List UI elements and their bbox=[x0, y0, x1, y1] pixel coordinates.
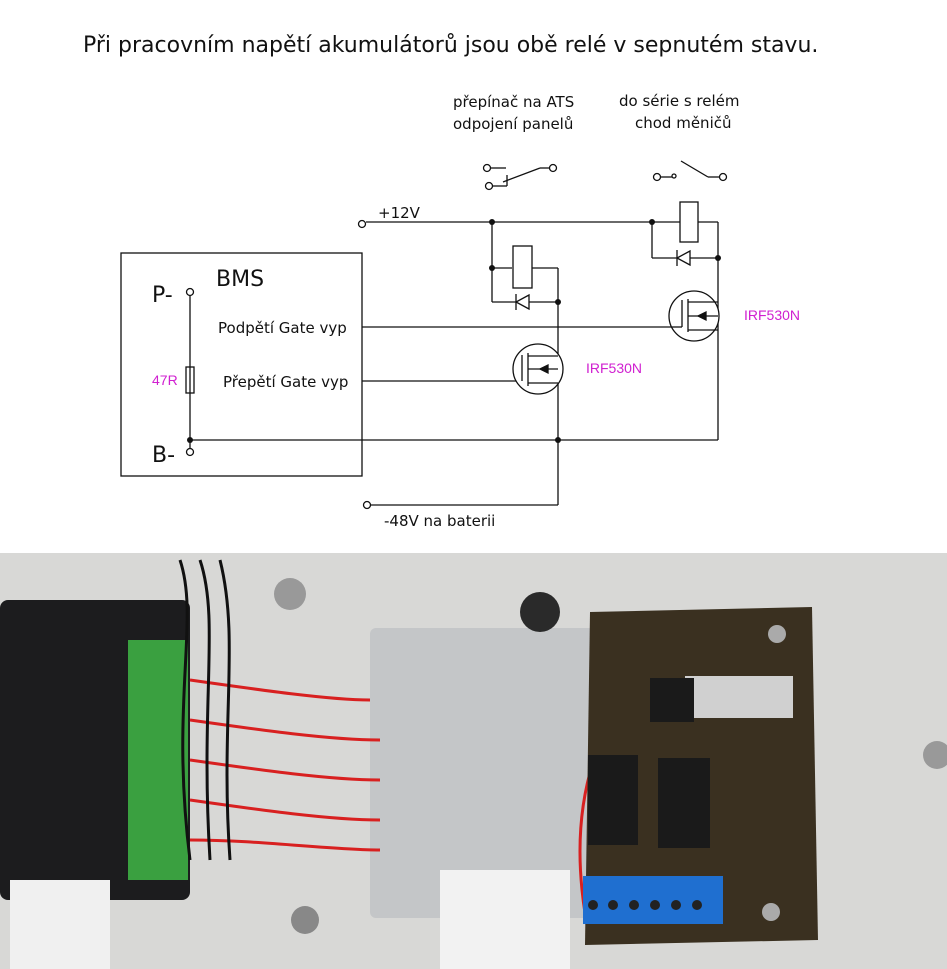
p-minus-terminal bbox=[185, 287, 195, 297]
mosfet-2 bbox=[668, 290, 720, 342]
switch1-label-2: odpojení panelů bbox=[453, 115, 573, 133]
prepeti-label: Přepětí Gate vyp bbox=[223, 373, 348, 391]
junctions bbox=[187, 219, 721, 443]
switch2-label-2: chod měničů bbox=[635, 114, 732, 132]
podpeti-label: Podpětí Gate vyp bbox=[218, 319, 347, 337]
relay-coil-2 bbox=[679, 201, 699, 243]
switch1-label-1: přepínač na ATS bbox=[453, 93, 574, 111]
mosfet2-label: IRF530N bbox=[744, 307, 800, 323]
diode-1 bbox=[514, 293, 530, 311]
diode-2 bbox=[675, 249, 691, 267]
mosfet1-label: IRF530N bbox=[586, 360, 642, 376]
resistor-label: 47R bbox=[152, 372, 178, 388]
hardware-photo bbox=[0, 553, 947, 969]
plus12v-label: +12V bbox=[378, 204, 421, 222]
mosfet-1 bbox=[512, 343, 564, 395]
switch-ats bbox=[482, 163, 558, 191]
switch2-label-1: do série s relém bbox=[619, 92, 740, 110]
bms-box bbox=[120, 252, 363, 477]
b-minus-terminal bbox=[185, 447, 195, 457]
relay-coil-1 bbox=[512, 245, 533, 289]
minus48v-label: -48V na baterii bbox=[384, 512, 495, 530]
p-minus-label: P- bbox=[152, 283, 173, 308]
bms-label: BMS bbox=[216, 267, 264, 292]
b-minus-label: B- bbox=[152, 443, 175, 468]
switch-inverter bbox=[652, 160, 728, 182]
page-title: Při pracovním napětí akumulátorů jsou ob… bbox=[83, 33, 818, 58]
resistor bbox=[185, 366, 195, 394]
